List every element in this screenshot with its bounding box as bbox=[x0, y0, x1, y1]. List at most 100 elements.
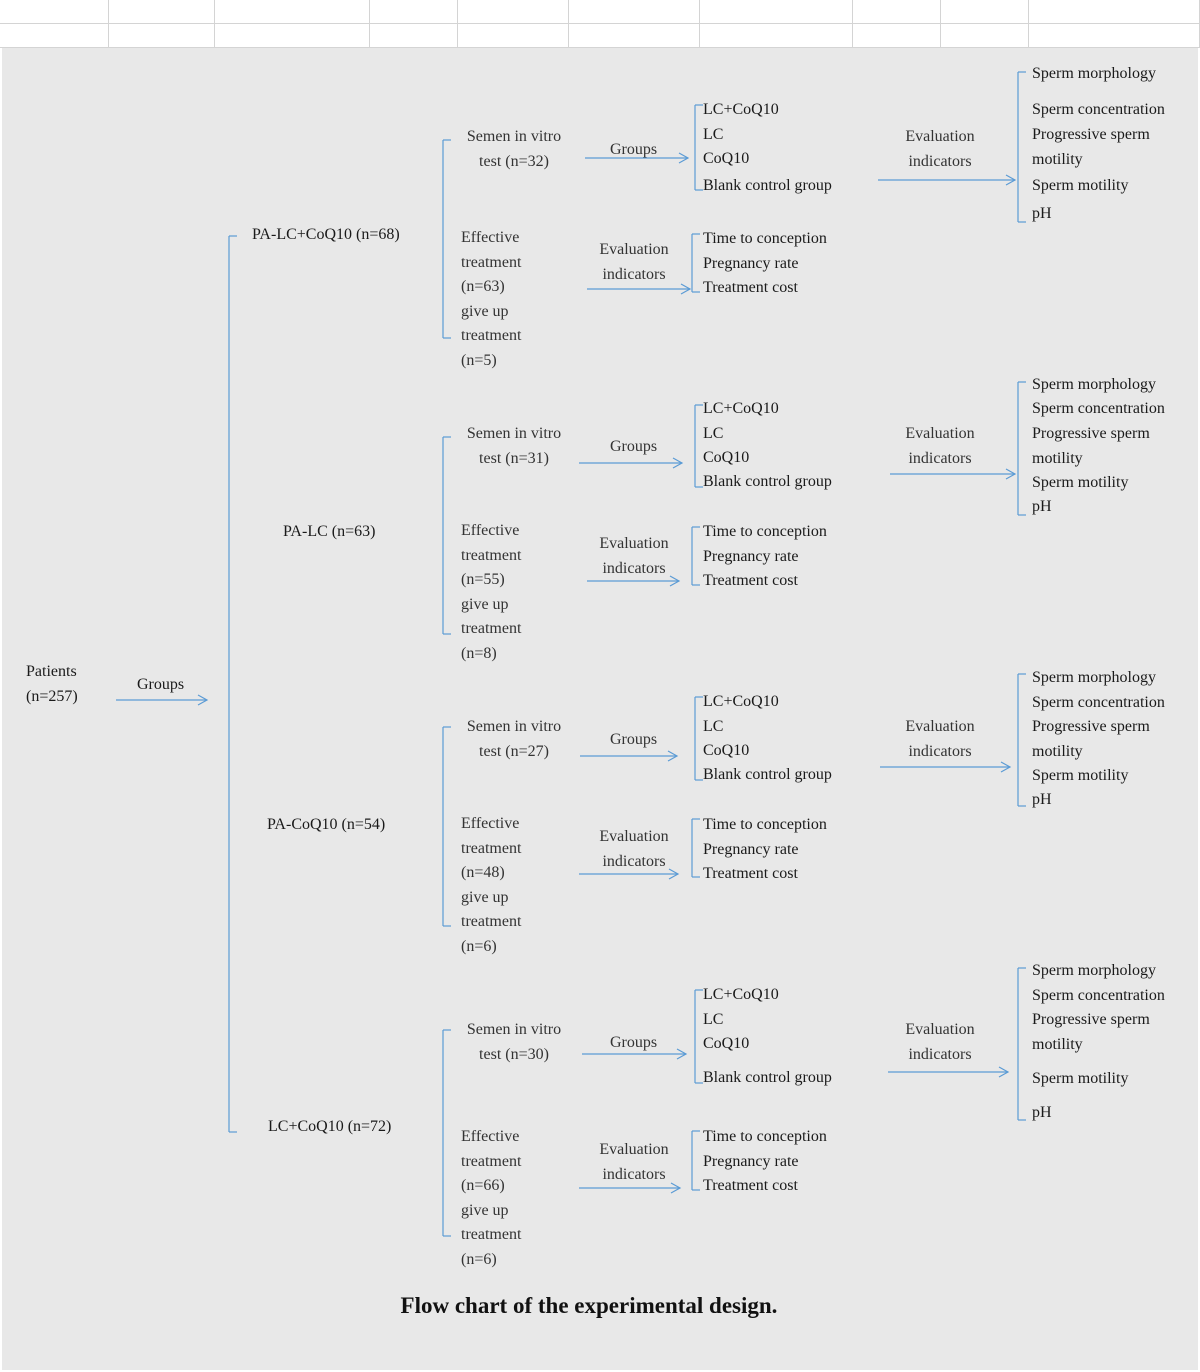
grid-header-cell bbox=[0, 24, 109, 48]
arm-item: Blank control group bbox=[703, 473, 832, 490]
outcome-item: Treatment cost bbox=[703, 279, 798, 296]
treatment-line: treatment bbox=[461, 253, 522, 271]
group-label: PA-LC (n=63) bbox=[283, 523, 376, 540]
sperm-parameter: Sperm concentration bbox=[1032, 101, 1165, 118]
grid-header-cell bbox=[700, 24, 853, 48]
figure-caption: Flow chart of the experimental design. bbox=[400, 1293, 778, 1318]
treatment-line: Effective bbox=[461, 815, 520, 832]
sperm-parameter: pH bbox=[1032, 791, 1052, 808]
treatment-line: treatment bbox=[461, 913, 522, 930]
arm-item: Blank control group bbox=[703, 766, 832, 783]
grid-header-cell bbox=[215, 0, 370, 24]
groups-label: Groups bbox=[610, 438, 658, 455]
patients-label: Patients bbox=[26, 663, 77, 680]
diagram-canvas bbox=[2, 48, 1198, 1370]
treatment-evaluation-label-line2: indicators bbox=[602, 559, 666, 577]
arm-item: LC+CoQ10 bbox=[703, 400, 779, 417]
outcome-item: Pregnancy rate bbox=[703, 1152, 799, 1170]
sperm-parameter: Progressive sperm bbox=[1032, 126, 1150, 143]
treatment-line: Effective bbox=[461, 229, 520, 246]
sperm-parameter: Sperm morphology bbox=[1032, 669, 1156, 686]
arm-item: LC bbox=[703, 424, 724, 442]
grid-header-cell bbox=[700, 0, 853, 24]
treatment-line: give up bbox=[461, 302, 509, 320]
outcome-item: Pregnancy rate bbox=[703, 254, 799, 272]
sperm-parameter: Sperm motility bbox=[1032, 474, 1129, 491]
treatment-evaluation-label-line2: indicators bbox=[602, 1165, 666, 1183]
sperm-parameter: Sperm concentration bbox=[1032, 400, 1165, 417]
treatment-evaluation-label-line2: indicators bbox=[602, 265, 666, 283]
sperm-parameter: Sperm motility bbox=[1032, 1070, 1129, 1087]
arm-item: CoQ10 bbox=[703, 449, 750, 466]
sperm-parameter: Sperm concentration bbox=[1032, 987, 1165, 1004]
grid-header-cell bbox=[370, 24, 458, 48]
treatment-line: treatment bbox=[461, 620, 522, 637]
treatment-line: Effective bbox=[461, 522, 520, 539]
grid-header-cell bbox=[853, 24, 941, 48]
grid-header-cell bbox=[1029, 0, 1200, 24]
treatment-evaluation-label: Evaluation indicators bbox=[564, 825, 704, 874]
treatment-evaluation-label-line1: Evaluation bbox=[599, 535, 669, 552]
treatment-evaluation-label: Evaluation indicators bbox=[564, 532, 704, 581]
arm-item: LC bbox=[703, 125, 724, 143]
groups-label: Groups bbox=[610, 731, 658, 748]
evaluation-label-line2: indicators bbox=[908, 449, 972, 467]
arm-item: Blank control group bbox=[703, 1069, 832, 1086]
outcome-item: Pregnancy rate bbox=[703, 840, 799, 858]
sperm-parameter: Progressive sperm bbox=[1032, 425, 1150, 442]
sperm-parameter: pH bbox=[1032, 1104, 1052, 1121]
treatment-line: treatment bbox=[461, 839, 522, 857]
sperm-parameter: pH bbox=[1032, 498, 1052, 515]
treatment-line: (n=66) bbox=[461, 1177, 505, 1194]
grid-header-cell bbox=[215, 24, 370, 48]
grid-header-cell bbox=[569, 0, 700, 24]
arm-item: CoQ10 bbox=[703, 742, 750, 759]
outcome-item: Time to conception bbox=[703, 816, 827, 833]
arm-item: LC+CoQ10 bbox=[703, 986, 779, 1003]
grid-header-cell bbox=[0, 0, 109, 24]
treatment-evaluation-label-line2: indicators bbox=[602, 852, 666, 870]
treatment-line: (n=8) bbox=[461, 644, 497, 662]
arm-item: LC+CoQ10 bbox=[703, 101, 779, 118]
treatment-line: treatment bbox=[461, 546, 522, 564]
sperm-parameter: pH bbox=[1032, 205, 1052, 222]
treatment-evaluation-label-line1: Evaluation bbox=[599, 828, 669, 845]
sperm-parameter: Progressive sperm bbox=[1032, 1011, 1150, 1028]
grid-header-cell bbox=[370, 0, 458, 24]
semen-test-label-line2: test (n=30) bbox=[479, 1045, 549, 1063]
arm-item: CoQ10 bbox=[703, 150, 750, 167]
treatment-line: give up bbox=[461, 595, 509, 613]
grid-header-cell bbox=[569, 24, 700, 48]
outcome-item: Time to conception bbox=[703, 230, 827, 247]
semen-test-label-line2: test (n=32) bbox=[479, 152, 549, 170]
evaluation-label-line1: Evaluation bbox=[905, 1021, 975, 1038]
semen-test-label-line1: Semen in vitro bbox=[466, 425, 562, 442]
treatment-line: (n=63) bbox=[461, 278, 505, 295]
arm-item: Blank control group bbox=[703, 177, 832, 194]
grid-header-cell bbox=[1029, 24, 1200, 48]
sperm-parameter: Sperm motility bbox=[1032, 177, 1129, 194]
grid-header-cell bbox=[458, 24, 569, 48]
outcome-item: Time to conception bbox=[703, 1128, 827, 1145]
sperm-parameter: Progressive sperm bbox=[1032, 718, 1150, 735]
grid-header-cell bbox=[941, 0, 1029, 24]
semen-test-label-line2: test (n=27) bbox=[479, 742, 549, 760]
evaluation-label-line1: Evaluation bbox=[905, 718, 975, 735]
outcome-item: Treatment cost bbox=[703, 1177, 798, 1194]
arm-item: LC bbox=[703, 717, 724, 735]
outcome-item: Pregnancy rate bbox=[703, 547, 799, 565]
sperm-parameter: Sperm morphology bbox=[1032, 65, 1156, 82]
sperm-parameter: motility bbox=[1032, 1036, 1083, 1053]
sperm-parameter: Sperm motility bbox=[1032, 767, 1129, 784]
treatment-line: treatment bbox=[461, 1152, 522, 1170]
main-groups-label: Groups bbox=[137, 676, 185, 693]
